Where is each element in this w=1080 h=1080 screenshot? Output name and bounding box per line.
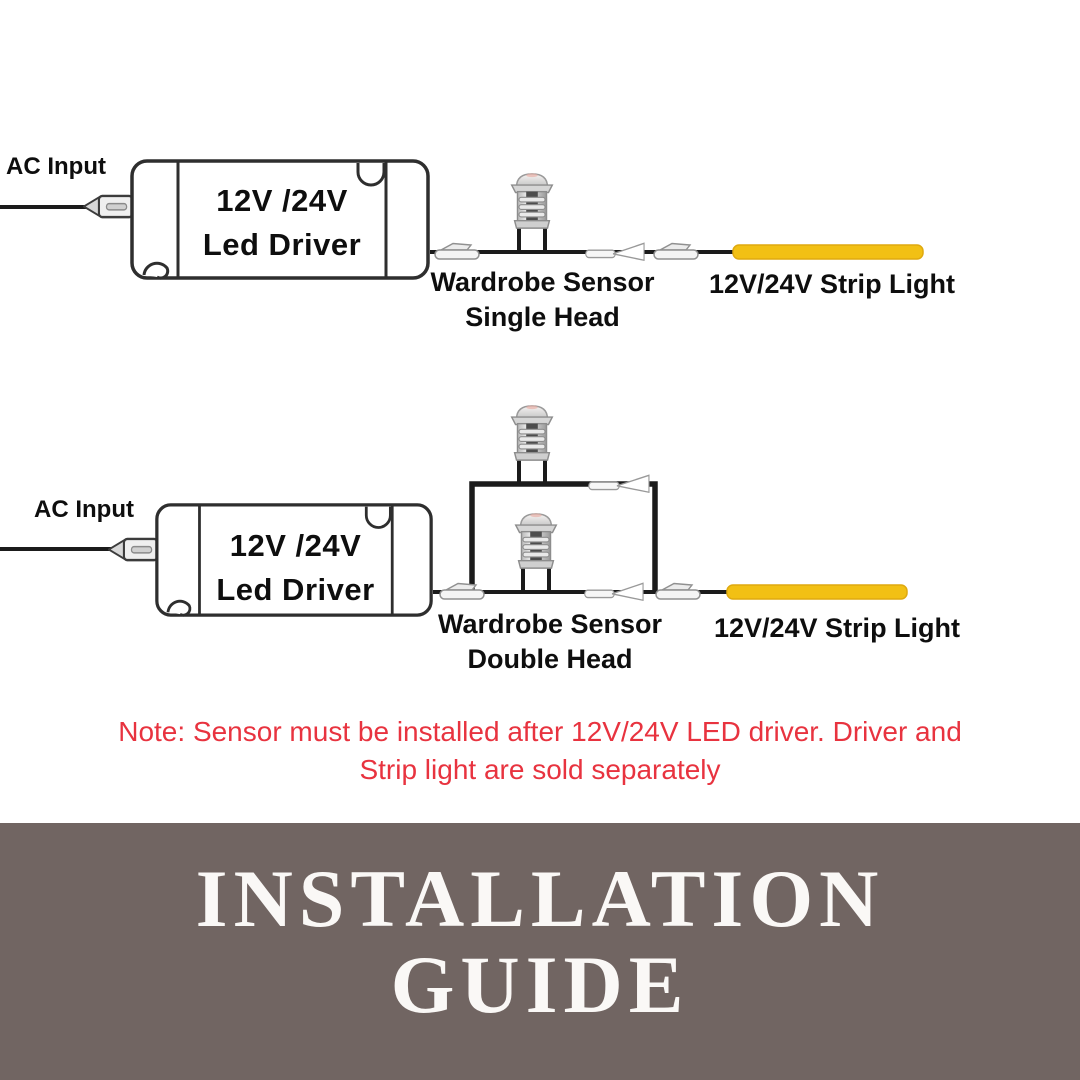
double-head-circuit: [0, 404, 908, 617]
ac-input-label: AC Input: [6, 153, 106, 180]
sensor-label-line2: Single Head: [465, 302, 620, 332]
sensor-label-line2: Double Head: [467, 644, 633, 674]
title-banner: INSTALLATION GUIDE: [0, 823, 1080, 1080]
wire-connector-icon: [653, 242, 699, 260]
wire-connector-icon: [434, 242, 480, 260]
strip-light-label: 12V/24V Strip Light: [713, 613, 961, 643]
sensor-label-line1: Wardrobe Sensor: [437, 609, 663, 639]
pir-sensor-icon: [510, 404, 554, 461]
led-driver-label: 12V /24V Led Driver: [178, 179, 386, 267]
strip-light-bar: [726, 584, 908, 600]
wire-connector-icon: [439, 582, 485, 600]
pir-sensor-icon: [510, 172, 554, 229]
sensor-label: Wardrobe Sensor Double Head: [425, 607, 675, 677]
ac-input-label: AC Input: [34, 496, 134, 523]
ac-plug-icon: [83, 194, 134, 219]
led-driver-label-line2: Led Driver: [202, 227, 362, 262]
led-driver-label-line1: 12V /24V: [216, 183, 348, 218]
note-line2: Strip light are sold separately: [359, 754, 721, 785]
parallel-branch-wire: [469, 481, 658, 592]
sensor-label: Wardrobe Sensor Single Head: [420, 265, 665, 335]
wire-connector-icon: [584, 582, 644, 601]
installation-note: Note: Sensor must be installed after 12V…: [0, 713, 1080, 789]
wiring-diagram-graphics: [0, 159, 924, 617]
sensor-label-line1: Wardrobe Sensor: [430, 267, 655, 297]
note-line1: Note: Sensor must be installed after 12V…: [118, 716, 962, 747]
strip-light-label: 12V/24V Strip Light: [708, 269, 956, 299]
led-driver-label-line1: 12V /24V: [229, 528, 362, 563]
led-driver-label: 12V /24V Led Driver: [199, 524, 392, 612]
wire-connector-icon: [588, 474, 650, 493]
pir-sensor-icon: [514, 512, 558, 569]
page-title: INSTALLATION GUIDE: [0, 823, 1080, 1028]
strip-light-bar: [732, 244, 924, 260]
wire-connector-icon: [655, 582, 701, 600]
page-title-line2: GUIDE: [390, 939, 690, 1030]
single-head-circuit: [0, 159, 924, 280]
led-driver-label-line2: Led Driver: [216, 572, 375, 607]
ac-plug-icon: [108, 537, 159, 562]
wire-connector-icon: [585, 242, 645, 261]
page-title-line1: INSTALLATION: [195, 853, 885, 944]
